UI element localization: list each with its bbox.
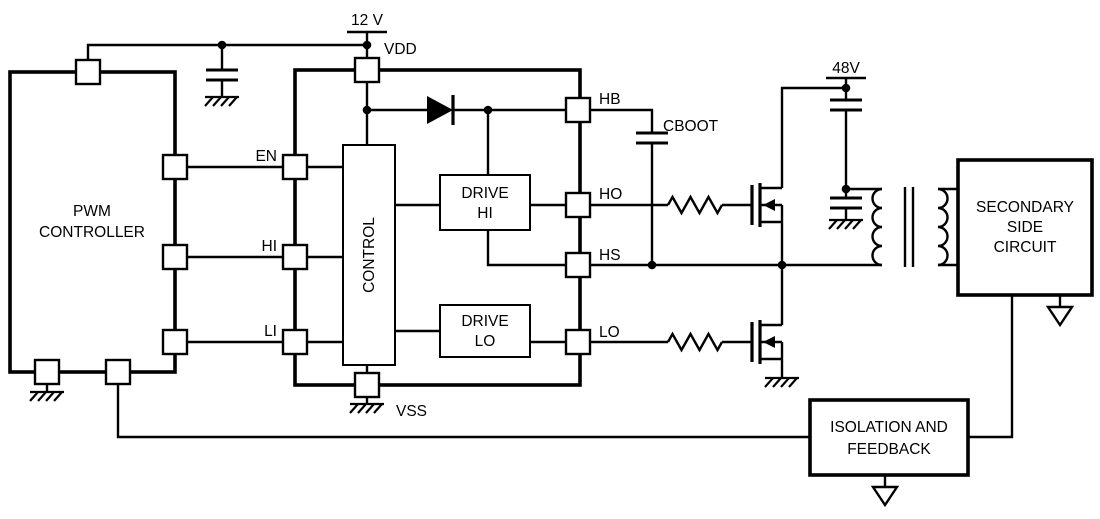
drive-lo-label-2: LO xyxy=(475,333,496,350)
junction-dot xyxy=(647,260,657,270)
pin-vss xyxy=(353,371,381,399)
wire-hifet-drain xyxy=(780,86,846,188)
control-label: CONTROL xyxy=(361,217,378,293)
ground-lofet-icon xyxy=(763,376,801,389)
wire-hs-internal xyxy=(486,230,566,267)
ground-vss-icon xyxy=(348,402,386,415)
pin-lo xyxy=(564,328,592,356)
resistor-gate-lo-icon xyxy=(666,331,724,353)
bus-48v: 48V xyxy=(826,60,866,231)
ground-pwm-icon xyxy=(28,390,66,403)
secondary-label-1: SECONDARY xyxy=(976,199,1074,216)
supply-12v: 12 V VDD xyxy=(86,12,417,108)
wire-feedback-to-pwm xyxy=(116,384,810,439)
pin-li xyxy=(281,328,309,356)
mosfet-high-side-icon xyxy=(750,183,784,227)
drive-hi-label-1: DRIVE xyxy=(461,185,508,202)
secondary-side-block: SECONDARY SIDE CIRCUIT xyxy=(956,158,1094,327)
vss-pin-label: VSS xyxy=(396,403,427,420)
pin-pwm-li xyxy=(161,328,189,356)
ho-pin-label: HO xyxy=(599,186,622,203)
junction-dot xyxy=(362,40,372,50)
drive-hi-box xyxy=(439,174,531,231)
signal-wires xyxy=(187,165,343,344)
drive-lo-label-1: DRIVE xyxy=(461,313,508,330)
secondary-side-box xyxy=(956,158,1094,297)
pin-pwm-fb xyxy=(104,358,132,386)
primary-winding-icon xyxy=(871,187,883,267)
pwm-controller-block: PWM CONTROLLER xyxy=(8,58,189,403)
hs-pin-label: HS xyxy=(599,247,621,264)
pin-hi xyxy=(281,243,309,271)
ground-isolation-icon xyxy=(871,485,899,507)
isolation-feedback-block: ISOLATION AND FEEDBACK xyxy=(116,295,1014,507)
lo-pin-label: LO xyxy=(599,324,620,341)
pin-pwm-top xyxy=(74,58,102,86)
low-side-path xyxy=(590,265,801,389)
resistor-gate-hi-icon xyxy=(666,194,724,216)
secondary-label-2: SIDE xyxy=(1007,219,1043,236)
body-arrow-icon xyxy=(763,336,775,348)
wire-12v-to-pwm xyxy=(86,43,367,60)
pin-pwm-hi xyxy=(161,243,189,271)
pin-vdd xyxy=(353,56,381,84)
cboot-branch: CBOOT xyxy=(590,108,719,265)
pin-pwm-en xyxy=(161,153,189,181)
pin-hs xyxy=(564,251,592,279)
supply-48v-label: 48V xyxy=(832,60,860,77)
cboot-label: CBOOT xyxy=(663,118,719,135)
drive-lo-box xyxy=(439,304,531,358)
wire-hb xyxy=(590,108,654,133)
gate-driver-ic: CONTROL DRIVE HI DRIVE LO xyxy=(255,56,622,420)
pwm-controller-label-1: PWM xyxy=(73,203,111,220)
isolation-label-2: FEEDBACK xyxy=(847,441,931,458)
supply-12v-label: 12 V xyxy=(351,12,384,29)
high-side-path xyxy=(590,86,846,265)
pin-ho xyxy=(564,191,592,219)
mosfet-low-side-icon xyxy=(750,320,784,364)
isolation-label-1: ISOLATION AND xyxy=(830,419,948,436)
secondary-winding-icon xyxy=(937,187,949,267)
transformer-icon xyxy=(846,187,958,267)
isolation-feedback-box xyxy=(808,398,970,477)
wire-secondary-to-isolation xyxy=(968,295,1014,439)
body-arrow-icon xyxy=(763,199,775,211)
ground-bus-icon xyxy=(827,218,865,231)
hi-pin-label: HI xyxy=(262,238,278,255)
pwm-controller-label-2: CONTROLLER xyxy=(39,224,145,241)
secondary-label-3: CIRCUIT xyxy=(994,239,1057,256)
capacitor-bus-bottom-icon xyxy=(830,196,862,210)
pwm-controller-box xyxy=(8,70,177,374)
switch-node xyxy=(590,260,882,270)
hb-pin-label: HB xyxy=(599,91,621,108)
capacitor-bus-top-icon xyxy=(830,98,862,112)
junction-dot xyxy=(841,83,851,93)
pin-hb xyxy=(564,96,592,124)
pin-en xyxy=(281,153,309,181)
drive-hi-label-2: HI xyxy=(477,205,493,222)
vdd-pin-label: VDD xyxy=(384,41,417,58)
en-pin-label: EN xyxy=(255,148,277,165)
ground-vdd-cap-icon xyxy=(203,95,241,108)
ground-secondary-icon xyxy=(1046,305,1074,327)
pin-pwm-gnd xyxy=(33,358,61,386)
control-box xyxy=(342,144,396,366)
li-pin-label: LI xyxy=(264,323,277,340)
capacitor-vdd-icon xyxy=(206,68,238,82)
